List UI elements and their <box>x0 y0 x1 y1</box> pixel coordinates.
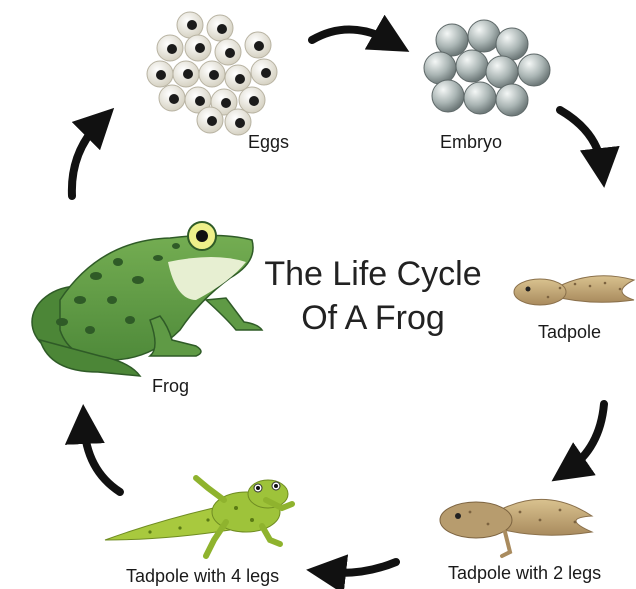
arrow-embryo-to-tadpole <box>560 110 602 168</box>
arrow-tadpole-4-legs-to-frog <box>84 424 120 492</box>
arrow-tadpole-to-tadpole-2-legs <box>568 404 604 470</box>
label-tadpole-2-legs: Tadpole with 2 legs <box>448 563 601 584</box>
tadpole-2-legs-illustration <box>440 499 592 556</box>
frog-illustration <box>32 222 262 376</box>
label-frog: Frog <box>152 376 189 397</box>
label-tadpole: Tadpole <box>538 322 601 343</box>
eggs-illustration <box>147 12 277 135</box>
label-embryo: Embryo <box>440 132 502 153</box>
tadpole-4-legs-illustration <box>105 478 292 556</box>
tadpole-illustration <box>514 276 634 305</box>
label-eggs: Eggs <box>248 132 289 153</box>
arrow-tadpole-2-legs-to-4-legs <box>326 562 396 573</box>
arrow-eggs-to-embryo <box>312 29 392 42</box>
embryo-illustration <box>424 20 550 116</box>
arrow-frog-to-eggs <box>72 122 100 196</box>
diagram-title-line-2: Of A Frog <box>258 296 488 340</box>
diagram-title-line-1: The Life Cycle <box>258 252 488 296</box>
label-tadpole-4-legs: Tadpole with 4 legs <box>126 566 279 587</box>
